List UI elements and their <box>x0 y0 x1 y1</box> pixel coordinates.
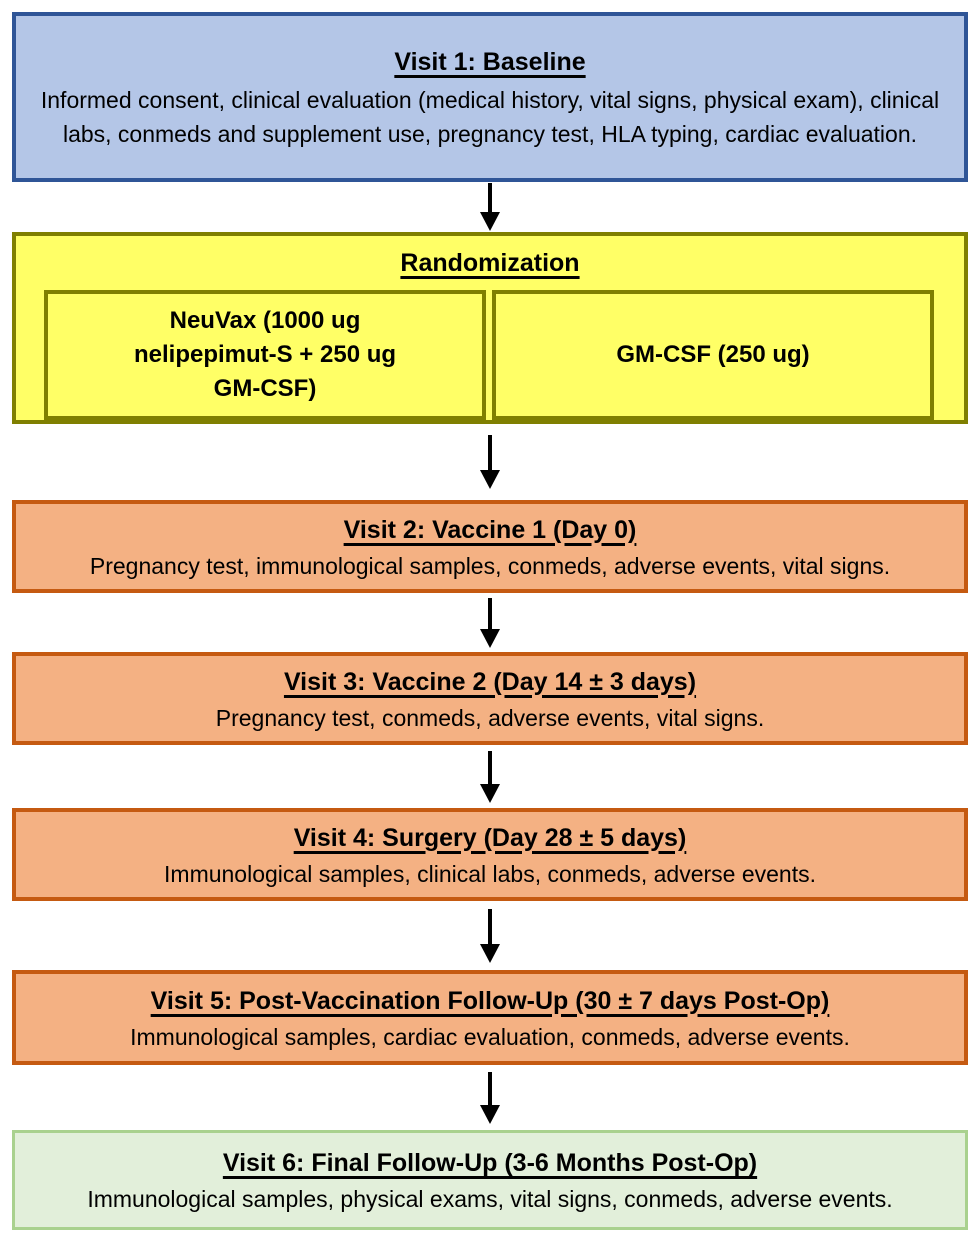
randomization-box: Randomization NeuVax (1000 ug nelipepimu… <box>12 232 968 424</box>
down-arrow-icon <box>480 750 500 803</box>
down-arrow-icon <box>480 435 500 489</box>
visit1-title: Visit 1: Baseline <box>394 48 586 76</box>
visit3-title: Visit 3: Vaccine 2 (Day 14 ± 3 days) <box>283 667 697 696</box>
randomization-arms: NeuVax (1000 ug nelipepimut-S + 250 ug G… <box>16 282 964 420</box>
visit6-box: Visit 6: Final Follow-Up (3-6 Months Pos… <box>12 1130 968 1230</box>
visit1-body: Informed consent, clinical evaluation (m… <box>40 87 940 147</box>
visit4-box: Visit 4: Surgery (Day 28 ± 5 days) Immun… <box>12 808 968 901</box>
visit3-body: Pregnancy test, conmeds, adverse events,… <box>215 704 765 731</box>
visit5-body: Immunological samples, cardiac evaluatio… <box>130 1023 850 1050</box>
visit5-title: Visit 5: Post-Vaccination Follow-Up (30 … <box>150 986 830 1015</box>
down-arrow-icon <box>480 1071 500 1124</box>
visit2-box: Visit 2: Vaccine 1 (Day 0) Pregnancy tes… <box>12 500 968 593</box>
visit2-title: Visit 2: Vaccine 1 (Day 0) <box>343 515 637 544</box>
gmcsf-arm-box: GM-CSF (250 ug) <box>492 290 934 420</box>
arrow-gap-6 <box>12 1065 968 1130</box>
randomization-title: Randomization <box>400 249 580 277</box>
down-arrow-icon <box>480 183 500 231</box>
neuvax-arm-box: NeuVax (1000 ug nelipepimut-S + 250 ug G… <box>44 290 486 420</box>
visit3-box: Visit 3: Vaccine 2 (Day 14 ± 3 days) Pre… <box>12 652 968 745</box>
arrow-gap-3 <box>12 593 968 652</box>
arrow-gap-4 <box>12 745 968 808</box>
visit6-title: Visit 6: Final Follow-Up (3-6 Months Pos… <box>222 1149 758 1177</box>
visit5-box: Visit 5: Post-Vaccination Follow-Up (30 … <box>12 970 968 1065</box>
down-arrow-icon <box>480 597 500 648</box>
visit4-body: Immunological samples, clinical labs, co… <box>164 860 816 887</box>
gmcsf-arm-label: GM-CSF (250 ug) <box>616 341 810 368</box>
arrow-gap-2 <box>12 424 968 500</box>
visit1-box: Visit 1: Baseline Informed consent, clin… <box>12 12 968 182</box>
visit4-title: Visit 4: Surgery (Day 28 ± 5 days) <box>293 823 687 852</box>
down-arrow-icon <box>480 908 500 963</box>
visit2-body: Pregnancy test, immunological samples, c… <box>89 552 891 579</box>
visit6-body: Immunological samples, physical exams, v… <box>87 1186 893 1212</box>
arrow-gap-1 <box>12 182 968 232</box>
arrow-gap-5 <box>12 901 968 970</box>
neuvax-arm-label: NeuVax (1000 ug nelipepimut-S + 250 ug G… <box>133 307 397 402</box>
